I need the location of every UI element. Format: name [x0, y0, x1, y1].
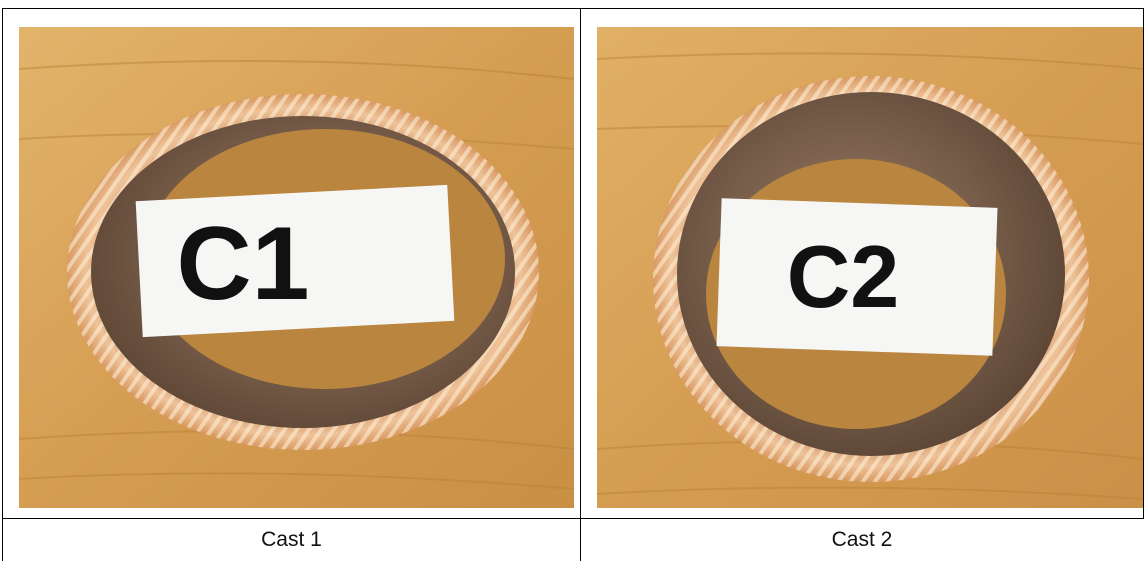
table-top-border	[2, 8, 1144, 9]
cast-2-marker-label: C2	[787, 227, 900, 326]
cast-1-marker-label: C1	[177, 206, 310, 322]
table-column-divider	[580, 8, 581, 561]
cast-1-photo: C1	[18, 27, 575, 508]
table-row-divider	[2, 518, 1144, 519]
cast-2-caption: Cast 2	[831, 528, 893, 551]
cast-2-photo: C2	[596, 27, 1143, 508]
cast-1-caption: Cast 1	[261, 528, 322, 551]
cast-2-photo-cell: C2	[581, 9, 1143, 518]
cast-1-photo-cell: C1	[3, 9, 580, 518]
comparison-table: C1	[2, 8, 1144, 561]
table-left-border	[2, 8, 3, 561]
table-right-border	[1143, 8, 1144, 518]
